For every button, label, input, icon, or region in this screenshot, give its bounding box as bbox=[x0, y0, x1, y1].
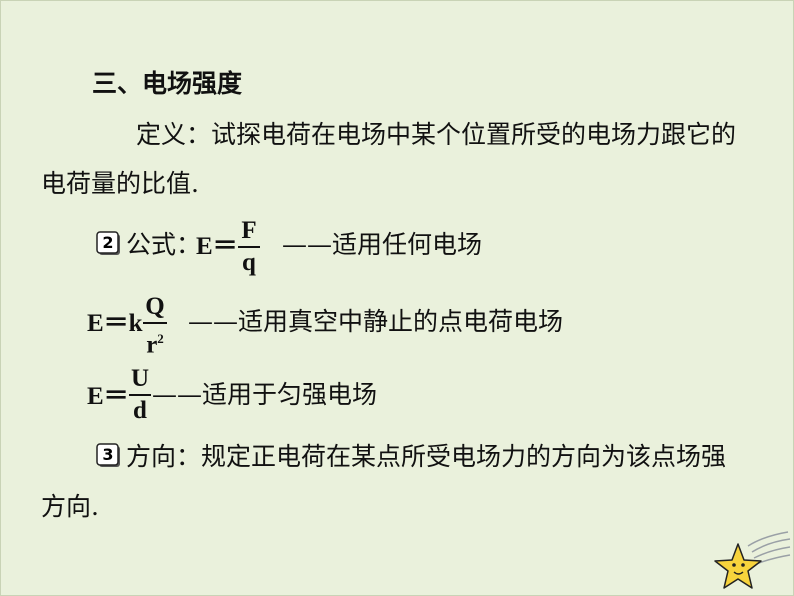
fraction-bar bbox=[143, 322, 167, 324]
formula-1-lhs: E＝ bbox=[196, 233, 238, 260]
formula-2-note: ——适用真空中静止的点电荷电场 bbox=[188, 307, 564, 336]
formula-2-fraction: Q r2 bbox=[143, 294, 167, 358]
number-badge-2: 2 bbox=[96, 231, 120, 255]
formula-2-exponent: 2 bbox=[157, 331, 164, 346]
formula-1-note: ——适用任何电场 bbox=[282, 230, 483, 259]
star-mascot-icon bbox=[714, 531, 791, 589]
formula-2-numerator: Q bbox=[145, 293, 165, 320]
badge-shape-icon bbox=[96, 443, 120, 467]
formula-1-numerator: F bbox=[241, 217, 257, 244]
definition-line-1: 定义：试探电荷在电场中某个位置所受的电场力跟它的 bbox=[136, 120, 737, 149]
formula-label: 公式： bbox=[126, 230, 202, 259]
formula-3-numerator: U bbox=[130, 365, 150, 392]
formula-2-lhs: E＝k bbox=[87, 310, 143, 337]
fraction-bar bbox=[129, 394, 151, 396]
badge-number: 3 bbox=[102, 445, 114, 464]
formula-3-fraction: U d bbox=[129, 366, 151, 424]
badge-shape-icon bbox=[96, 231, 120, 255]
direction-line-1: 方向：规定正电荷在某点所受电场力的方向为该点场强 bbox=[126, 442, 727, 471]
section-heading: 三、电场强度 bbox=[92, 69, 243, 98]
number-badge-3: 3 bbox=[96, 443, 120, 467]
definition-line-2: 电荷量的比值. bbox=[41, 169, 199, 198]
formula-1-denominator: q bbox=[242, 249, 256, 276]
direction-line-2: 方向. bbox=[41, 492, 99, 521]
formula-3-denominator: d bbox=[133, 397, 147, 424]
badge-number: 2 bbox=[102, 233, 114, 252]
formula-1-fraction: F q bbox=[238, 218, 260, 276]
formula-3-note: ——适用于匀强电场 bbox=[152, 380, 378, 409]
formula-3-lhs: E＝ bbox=[87, 383, 129, 410]
formula-2-denominator: r2 bbox=[146, 331, 164, 359]
fraction-bar bbox=[238, 246, 260, 248]
